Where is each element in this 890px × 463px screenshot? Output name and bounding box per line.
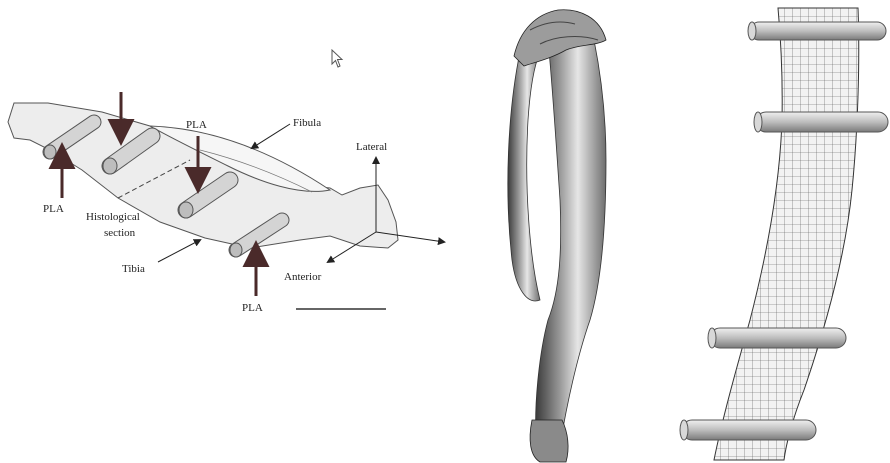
fe-mesh-bone: [714, 8, 859, 460]
schematic-panel: PLA Fibula Lateral PLA Histological sect…: [0, 0, 480, 463]
label-pla-left: PLA: [43, 203, 64, 215]
label-pla-bottom: PLA: [242, 302, 263, 314]
fixation-pin-2: [754, 112, 888, 132]
rendered-fibula: [508, 52, 540, 301]
rendered-distal-end: [530, 420, 568, 462]
mouse-pointer-icon: [331, 49, 345, 69]
rendered-tibia: [536, 40, 606, 445]
rendered-proximal-head: [514, 10, 606, 66]
label-histological-2: section: [104, 227, 136, 239]
label-anterior: Anterior: [284, 271, 322, 283]
tibia-leader: [158, 240, 200, 262]
label-histological-1: Histological: [86, 211, 140, 223]
fixation-pin-1: [748, 22, 886, 40]
fixation-pin-3: [708, 328, 846, 348]
fixation-pin-4: [680, 420, 816, 440]
label-pla-top: PLA: [186, 119, 207, 131]
label-fibula: Fibula: [293, 117, 321, 129]
fibula-leader: [252, 124, 290, 148]
label-lateral: Lateral: [356, 141, 387, 153]
label-tibia: Tibia: [122, 263, 145, 275]
